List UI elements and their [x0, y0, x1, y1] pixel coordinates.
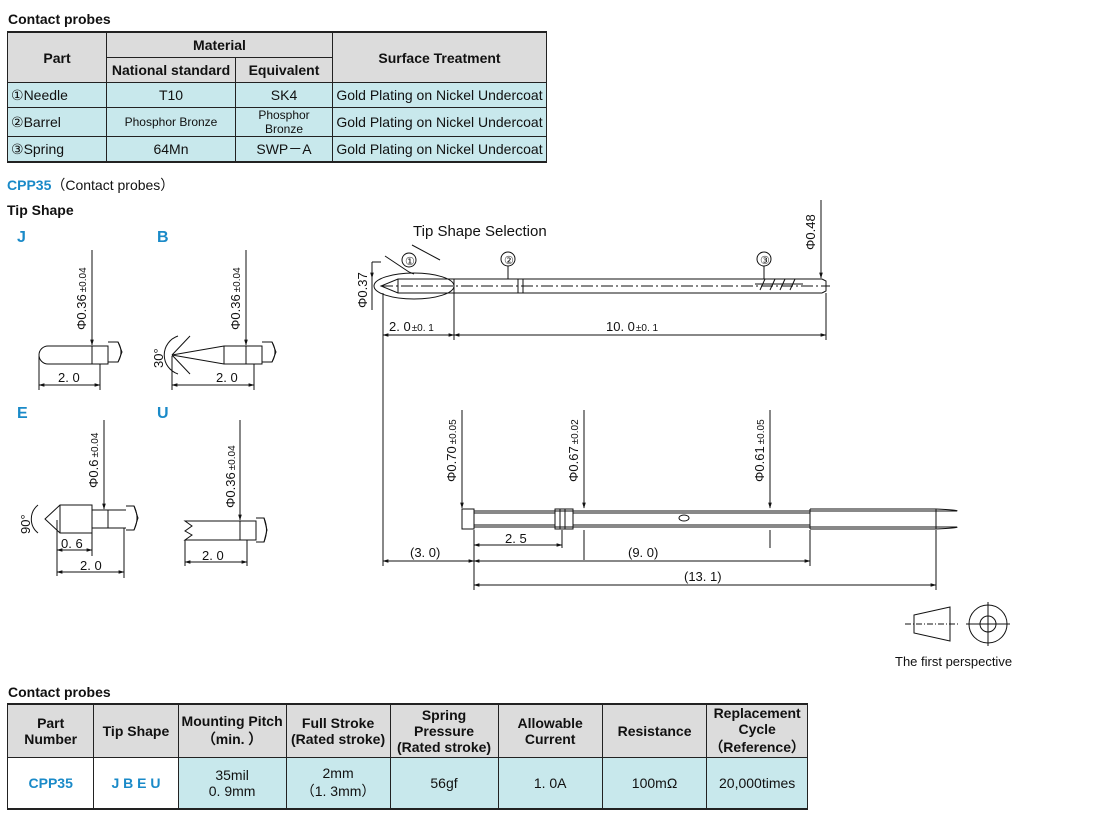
dia-left: Φ0.37	[355, 272, 370, 308]
tip-j-dia: Φ0.36±0.04	[74, 267, 89, 330]
tip-letter-e: E	[17, 405, 28, 422]
tip-b-angle: 30°	[151, 348, 166, 368]
surface-cell: Gold Plating on Nickel Undercoat	[332, 82, 547, 108]
cycle-cell: 20,000times	[706, 757, 808, 810]
resistance-cell: 100mΩ	[601, 757, 708, 810]
header-equivalent: Equivalent	[235, 57, 333, 83]
part-name: Spring	[23, 140, 65, 157]
marker-3: ③	[760, 255, 770, 267]
national-cell: T10	[106, 82, 236, 108]
barrel-drawing	[382, 410, 958, 590]
header-pitch: Mounting Pitch（min. ）	[177, 703, 287, 758]
tip-shape-title: Tip Shape	[7, 202, 74, 218]
marker-2: ②	[504, 255, 514, 267]
dim-13-1: (13. 1)	[684, 569, 722, 584]
specs-title: Contact probes	[8, 684, 111, 700]
specs-table: Part Number Tip Shape Mounting Pitch（min…	[6, 703, 808, 810]
materials-table: Part Material Surface Treatment National…	[7, 31, 547, 163]
tip-u-dia: Φ0.36±0.04	[223, 445, 238, 508]
header-surface: Surface Treatment	[332, 31, 547, 83]
perspective-label: The first perspective	[895, 654, 1012, 669]
stroke-cell: 2mm（1. 3mm）	[285, 757, 391, 810]
dia-right: Φ0.48	[803, 214, 818, 250]
dim-3-0: (3. 0)	[410, 545, 440, 560]
tip-e-dia: Φ0.6±0.04	[86, 432, 101, 488]
tip-shape-cell: J B E U	[93, 757, 179, 810]
product-code: CPP35	[7, 177, 52, 193]
header-part: Part	[7, 31, 107, 83]
tip-b-len: 2. 0	[216, 370, 238, 385]
marker-1: ①	[405, 256, 415, 268]
tip-letter-j: J	[17, 229, 26, 246]
tip-letter-b: B	[157, 229, 169, 246]
probe-drawing	[370, 200, 830, 566]
header-resistance: Resistance	[601, 703, 708, 758]
table-row: ①Needle T10 SK4 Gold Plating on Nickel U…	[7, 82, 547, 108]
product-desc: （Contact probes）	[51, 177, 175, 193]
part-num: ②	[11, 113, 24, 130]
dim-a: 2. 0±0. 1	[389, 319, 434, 334]
header-tip-shape: Tip Shape	[93, 703, 179, 758]
tip-e-drawing	[30, 420, 139, 578]
dim-b: 10. 0±0. 1	[606, 319, 659, 334]
tip-selection-label: Tip Shape Selection	[413, 223, 547, 240]
header-part-number: Part Number	[6, 703, 95, 758]
dim-2-5: 2. 5	[505, 531, 527, 546]
table-row: ③Spring 64Mn SWP－A Gold Plating on Nicke…	[7, 136, 547, 163]
current-cell: 1. 0A	[497, 757, 603, 810]
tip-b-drawing	[163, 250, 277, 390]
tip-e-len2: 0. 6	[61, 536, 83, 551]
part-cell: ①Needle	[7, 82, 107, 108]
tip-u-drawing	[183, 420, 268, 566]
header-national: National standard	[106, 57, 236, 83]
barrel-d1: Φ0.70±0.05	[444, 419, 459, 482]
pressure-cell: 56gf	[389, 757, 499, 810]
part-num: ③	[11, 140, 24, 157]
part-name: Needle	[23, 86, 68, 103]
tip-e-len: 2. 0	[80, 558, 102, 573]
equivalent-cell: Phosphor Bronze	[235, 107, 333, 137]
equivalent-cell: SWP－A	[235, 136, 333, 163]
tip-u-len: 2. 0	[202, 548, 224, 563]
table-row: ②Barrel Phosphor Bronze Phosphor Bronze …	[7, 107, 547, 137]
dim-9-0: (9. 0)	[628, 545, 658, 560]
perspective-symbol	[905, 602, 1010, 646]
tip-b-dia: Φ0.36±0.04	[228, 267, 243, 330]
tip-j-len: 2. 0	[58, 370, 80, 385]
part-num: ①	[11, 86, 24, 103]
product-heading: CPP35（Contact probes）	[7, 175, 174, 195]
header-stroke: Full Stroke(Rated stroke)	[285, 703, 391, 758]
national-cell: Phosphor Bronze	[106, 107, 236, 137]
tip-letter-u: U	[157, 405, 169, 422]
equivalent-cell: SK4	[235, 82, 333, 108]
barrel-d2: Φ0.67±0.02	[566, 419, 581, 482]
part-cell: ②Barrel	[7, 107, 107, 137]
header-pressure: Spring Pressure(Rated stroke)	[389, 703, 499, 758]
tip-j-drawing	[38, 250, 123, 390]
surface-cell: Gold Plating on Nickel Undercoat	[332, 136, 547, 163]
header-material: Material	[106, 31, 333, 58]
surface-cell: Gold Plating on Nickel Undercoat	[332, 107, 547, 137]
tip-e-angle: 90°	[18, 514, 33, 534]
part-cell: ③Spring	[7, 136, 107, 163]
part-name: Barrel	[23, 113, 61, 130]
part-number-cell: CPP35	[6, 757, 95, 810]
barrel-d3: Φ0.61±0.05	[752, 419, 767, 482]
materials-title: Contact probes	[8, 11, 111, 27]
